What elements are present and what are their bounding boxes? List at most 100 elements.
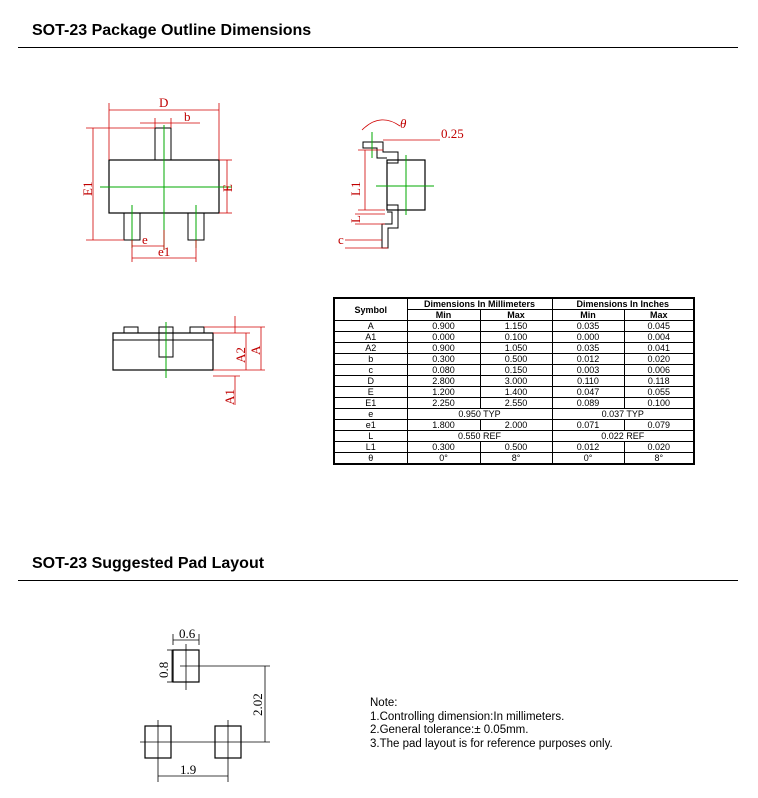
notes-line-3: 3.The pad layout is for reference purpos… [370, 737, 613, 750]
table-cell: 0.020 [623, 353, 695, 365]
table-cell: b [333, 353, 408, 365]
table-cell: 0.110 [551, 375, 625, 387]
label-gauge: 0.25 [441, 126, 464, 141]
table-cell: 0.000 [406, 331, 481, 343]
pad-section-title: SOT-23 Suggested Pad Layout [32, 555, 265, 572]
table-cell: 0.118 [623, 375, 695, 387]
pad-title-rule [18, 580, 738, 581]
table-cell: 2.550 [479, 397, 553, 409]
label-A: A [248, 345, 263, 355]
front-view-dimensions [204, 316, 265, 405]
label-D: D [159, 95, 168, 110]
table-cell: e1 [333, 419, 408, 431]
label-e: e [142, 232, 148, 247]
side-view-dimensions [345, 119, 440, 249]
label-c: c [338, 232, 344, 247]
table-cell: 1.050 [479, 342, 553, 354]
outline-title-rule [18, 47, 738, 48]
table-cell: 0.045 [623, 320, 695, 332]
table-cell: 2.000 [479, 419, 553, 431]
table-header-mm-min: Min [406, 309, 481, 321]
table-cell: 0.900 [406, 342, 481, 354]
table-cell: 0.004 [623, 331, 695, 343]
table-cell: 0.020 [623, 441, 695, 453]
table-cell: 8° [479, 452, 553, 465]
pad-label-pitch-y: 2.02 [250, 693, 265, 716]
table-cell: 0.500 [479, 441, 553, 453]
table-cell: 0.055 [623, 386, 695, 398]
front-view-drawing [112, 326, 214, 371]
label-A2: A2 [233, 347, 248, 363]
table-cell: 0.012 [551, 441, 625, 453]
table-cell: 2.800 [406, 375, 481, 387]
table-cell: 8° [623, 452, 695, 465]
label-E: E [220, 184, 235, 192]
notes-line-1: 1.Controlling dimension:In millimeters. [370, 710, 565, 723]
table-cell: 0.037 TYP [551, 408, 695, 420]
table-cell: 0.000 [551, 331, 625, 343]
table-cell: 1.200 [406, 386, 481, 398]
table-cell: 0.003 [551, 364, 625, 376]
pad-label-height: 0.8 [156, 662, 171, 678]
label-L1: L1 [348, 182, 363, 196]
label-e1: e1 [158, 244, 170, 259]
table-cell: 0.100 [623, 397, 695, 409]
table-cell: 0.035 [551, 320, 625, 332]
table-cell: 0.500 [479, 353, 553, 365]
table-cell: 1.400 [479, 386, 553, 398]
label-L: L [348, 215, 363, 223]
table-cell: L1 [333, 441, 408, 453]
label-A1: A1 [222, 389, 237, 405]
pad-dimension-lines [140, 634, 270, 782]
table-cell: 0.079 [623, 419, 695, 431]
table-cell: e [333, 408, 408, 420]
notes-line-2: 2.General tolerance:± 0.05mm. [370, 724, 529, 736]
notes-heading: Note: [370, 697, 398, 709]
table-cell: 0.012 [551, 353, 625, 365]
table-header-in: Dimensions In Inches [551, 297, 695, 310]
side-view-centerlines [371, 132, 434, 215]
top-view-dimensions [86, 103, 232, 262]
table-cell: 0.089 [551, 397, 625, 409]
label-E1: E1 [80, 182, 95, 196]
table-cell: 0.080 [406, 364, 481, 376]
table-cell: L [333, 430, 408, 442]
top-view-centerlines [100, 125, 232, 250]
dimensions-table: Symbol Dimensions In Millimeters Dimensi… [333, 297, 695, 465]
table-cell: 0.900 [406, 320, 481, 332]
table-cell: 0.300 [406, 441, 481, 453]
table-header-mm-max: Max [479, 309, 553, 321]
pad-label-width: 0.6 [179, 626, 196, 641]
table-cell: 0° [406, 452, 481, 465]
table-cell: 0.047 [551, 386, 625, 398]
table-cell: 0.150 [479, 364, 553, 376]
table-cell: E [333, 386, 408, 398]
table-cell: c [333, 364, 408, 376]
table-header-in-max: Max [623, 309, 695, 321]
table-cell: 1.800 [406, 419, 481, 431]
table-cell: D [333, 375, 408, 387]
table-cell: θ [333, 452, 408, 465]
table-cell: 0.550 REF [406, 430, 553, 442]
table-header-mm: Dimensions In Millimeters [406, 297, 553, 310]
table-cell: E1 [333, 397, 408, 409]
pad-label-pitch-x: 1.9 [180, 762, 196, 777]
table-cell: 0.022 REF [551, 430, 695, 442]
table-cell: 0° [551, 452, 625, 465]
table-cell: 0.035 [551, 342, 625, 354]
table-cell: 0.950 TYP [406, 408, 553, 420]
label-b: b [184, 109, 191, 124]
